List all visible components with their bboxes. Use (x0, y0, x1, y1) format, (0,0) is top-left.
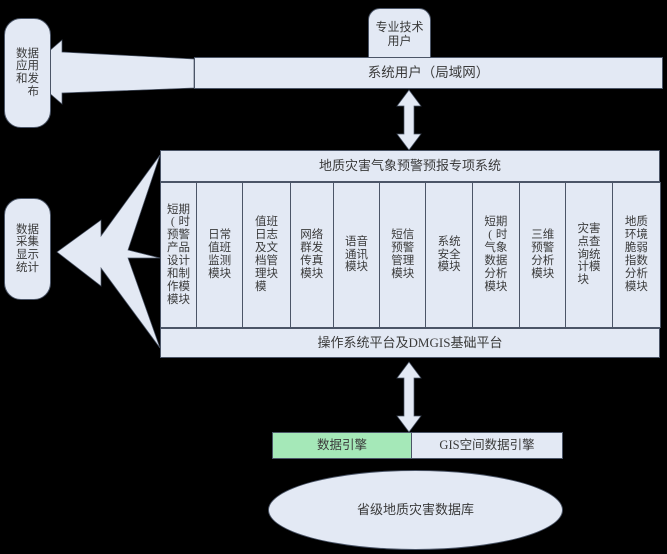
vcol-0: 络发真块 (311, 229, 324, 280)
system-title-bar[interactable]: 地质灾害气象预警预报专项系统 (160, 150, 660, 182)
vcol-0: 质境弱数析块 (636, 216, 648, 293)
pro-user-line-1: 专业技术 (375, 19, 424, 34)
arrow-users-to-system (396, 89, 422, 151)
system-user-label: 系统用户（局域网） (367, 65, 490, 81)
module-m7[interactable]: 统全块系安模 (425, 182, 473, 328)
module-m8[interactable]: 期时象据析块短(气数分模 (471, 182, 521, 328)
data-collection-stats-text: 据集示计 数采显统 (16, 224, 39, 275)
provincial-database-ellipse[interactable]: 省级地质灾害数据库 (268, 470, 563, 550)
vcol-1: 日值监模 (208, 229, 220, 280)
module-m1[interactable]: 期时警品计制模块短(预产设和作模 (160, 182, 197, 328)
module-label: 维警析块三预分模 (531, 229, 554, 281)
system-title-label: 地质灾害气象预警预报专项系统 (318, 158, 501, 174)
module-m5[interactable]: 音讯块语通模 (332, 182, 381, 328)
module-m11[interactable]: 质境弱数析块地环脆指分模 (611, 182, 661, 328)
module-label: 统全块系安模 (438, 236, 461, 275)
vcol-0: 期时象据析块 (495, 216, 508, 293)
data-engine-label: 数据引擎 (316, 438, 367, 453)
vcol-1: 灾点询计块 (577, 222, 589, 287)
vcol-1: 语通模 (344, 235, 357, 274)
gis-spatial-engine-label: GIS空间数据引擎 (439, 438, 535, 453)
vcol-right: 据集示计 (27, 223, 40, 274)
platform-title-label: 操作系统平台及DMGIS基础平台 (317, 335, 503, 351)
module-label: 络发真块网群传模 (300, 229, 323, 281)
module-m10[interactable]: 害查统模灾点询计块 (565, 182, 613, 328)
module-m2[interactable]: 常班测块日值监模 (196, 182, 244, 328)
vcol-right: 据用发布 (27, 47, 40, 98)
vcol-0: 班志文管块 (266, 216, 278, 280)
platform-title-bar[interactable]: 操作系统平台及DMGIS基础平台 (160, 328, 660, 358)
vcol-0: 维警析块 (542, 229, 555, 280)
vcol-0: 音讯块 (356, 235, 368, 274)
module-label: 音讯块语通模 (345, 236, 368, 275)
module-label: 期时警品计制模块短(预产设和作模 (167, 204, 190, 307)
module-label: 班志文管块值日及档理模 (255, 216, 278, 293)
modules-row: 期时警品计制模块短(预产设和作模常班测块日值监模班志文管块值日及档理模络发真块网… (160, 182, 661, 328)
vcol-left: 数应和 (16, 47, 28, 85)
data-application-publish-box[interactable]: 据用发布 数应和 (4, 18, 51, 128)
vcol-1: 网群传模 (300, 229, 312, 280)
system-user-bar[interactable]: 系统用户（局域网） (194, 57, 663, 89)
vcol-0: 期时警品计制模块 (178, 203, 191, 306)
module-label: 常班测块日值监模 (208, 229, 231, 281)
vcol-0: 害查统模 (588, 222, 601, 274)
vcol-1: 短(预产设和作模 (167, 203, 179, 306)
vcol-1: 值日及档理模 (254, 216, 267, 293)
vcol-0: 常班测块 (219, 229, 232, 280)
data-engine-box[interactable]: 数据引擎 (272, 432, 412, 459)
module-label: 质境弱数析块地环脆指分模 (625, 216, 648, 293)
pro-user-box[interactable]: 专业技术 用户 (368, 8, 431, 58)
module-m6[interactable]: 信警理块短预管模 (379, 182, 427, 328)
module-label: 信警理块短预管模 (391, 229, 414, 281)
vcol-1: 短预管模 (391, 229, 403, 280)
provincial-database-label: 省级地质灾害数据库 (356, 502, 474, 518)
vcol-0: 信警理块 (402, 229, 415, 280)
module-label: 期时象据析块短(气数分模 (484, 216, 507, 293)
data-collection-stats-box[interactable]: 据集示计 数采显统 (4, 198, 51, 300)
module-m4[interactable]: 络发真块网群传模 (289, 182, 334, 328)
vcol-left: 数采显统 (16, 223, 28, 274)
vcol-1: 三预分模 (531, 229, 543, 280)
vcol-1: 系安模 (437, 235, 450, 274)
module-m3[interactable]: 班志文管块值日及档理模 (242, 182, 291, 328)
module-m9[interactable]: 维警析块三预分模 (519, 182, 567, 328)
data-application-publish-text: 据用发布 数应和 (16, 48, 39, 99)
arrow-modules-to-collect (56, 154, 161, 349)
gis-spatial-engine-box[interactable]: GIS空间数据引擎 (411, 432, 563, 459)
vcol-1: 短(气数分模 (484, 216, 496, 293)
module-label: 害查统模灾点询计块 (577, 223, 600, 287)
arrow-platform-to-engine (396, 361, 422, 433)
vcol-1: 地环脆指分模 (624, 216, 637, 293)
pro-user-line-2: 用户 (387, 34, 412, 48)
vcol-0: 统全块 (449, 235, 461, 274)
